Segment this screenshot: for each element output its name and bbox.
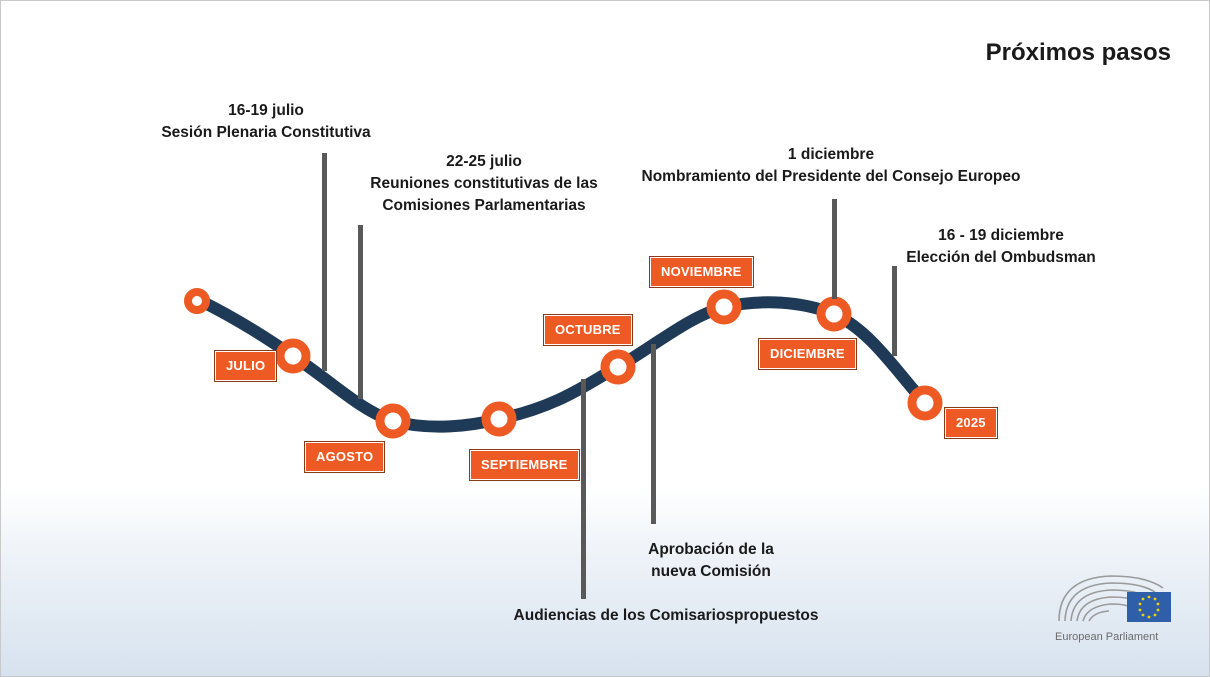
event-hearings: Audiencias de los Comisariospropuestos [471, 605, 861, 627]
month-octubre: OCTUBRE [544, 315, 632, 345]
node-julio [275, 338, 311, 374]
month-2025: 2025 [945, 408, 997, 438]
month-diciembre: DICIEMBRE [759, 339, 856, 369]
month-agosto: AGOSTO [305, 442, 385, 472]
event-council-date: 1 diciembre [787, 146, 875, 163]
event-hearings-text: Audiencias de los Comisariospropuestos [513, 607, 819, 624]
event-council-text: Nombramiento del Presidente del Consejo … [641, 168, 1021, 185]
event-approval-line2: nueva Comisión [651, 563, 771, 580]
event-approval: Aprobación de la nueva Comisión [601, 539, 821, 583]
bar-council [832, 199, 837, 299]
node-partial-left [184, 288, 210, 314]
event-plenary-text: Sesión Plenaria Constitutiva [161, 124, 371, 141]
node-agosto [375, 403, 411, 439]
bar-ombudsman [892, 266, 897, 356]
event-committees-line2: Comisiones Parlamentarias [382, 197, 586, 214]
month-septiembre: SEPTIEMBRE [470, 450, 579, 480]
event-ombudsman-date: 16 - 19 diciembre [938, 227, 1064, 244]
event-ombudsman-text: Elección del Ombudsman [906, 249, 1096, 266]
month-noviembre: NOVIEMBRE [650, 257, 753, 287]
event-council: 1 diciembre Nombramiento del Presidente … [601, 144, 1061, 188]
bar-approval [651, 344, 656, 524]
event-plenary-date: 16-19 julio [228, 102, 304, 119]
node-septiembre [481, 401, 517, 437]
month-julio: JULIO [215, 351, 277, 381]
bar-plenary [322, 153, 327, 371]
node-octubre [600, 349, 636, 385]
bar-hearings [581, 379, 586, 599]
slide-title: Próximos pasos [985, 39, 1171, 66]
logo-text: European Parliament [1055, 631, 1159, 643]
node-2025 [907, 385, 943, 421]
node-noviembre [706, 289, 742, 325]
event-plenary: 16-19 julio Sesión Plenaria Constitutiva [96, 100, 436, 144]
bar-committees [358, 225, 363, 399]
event-committees-line1: Reuniones constitutivas de las [370, 175, 598, 192]
node-diciembre [816, 296, 852, 332]
european-parliament-logo [1058, 575, 1171, 622]
event-committees-date: 22-25 julio [446, 153, 522, 170]
event-ombudsman: 16 - 19 diciembre Elección del Ombudsman [881, 225, 1121, 269]
event-approval-line1: Aprobación de la [648, 541, 774, 558]
event-committees: 22-25 julio Reuniones constitutivas de l… [334, 151, 634, 217]
